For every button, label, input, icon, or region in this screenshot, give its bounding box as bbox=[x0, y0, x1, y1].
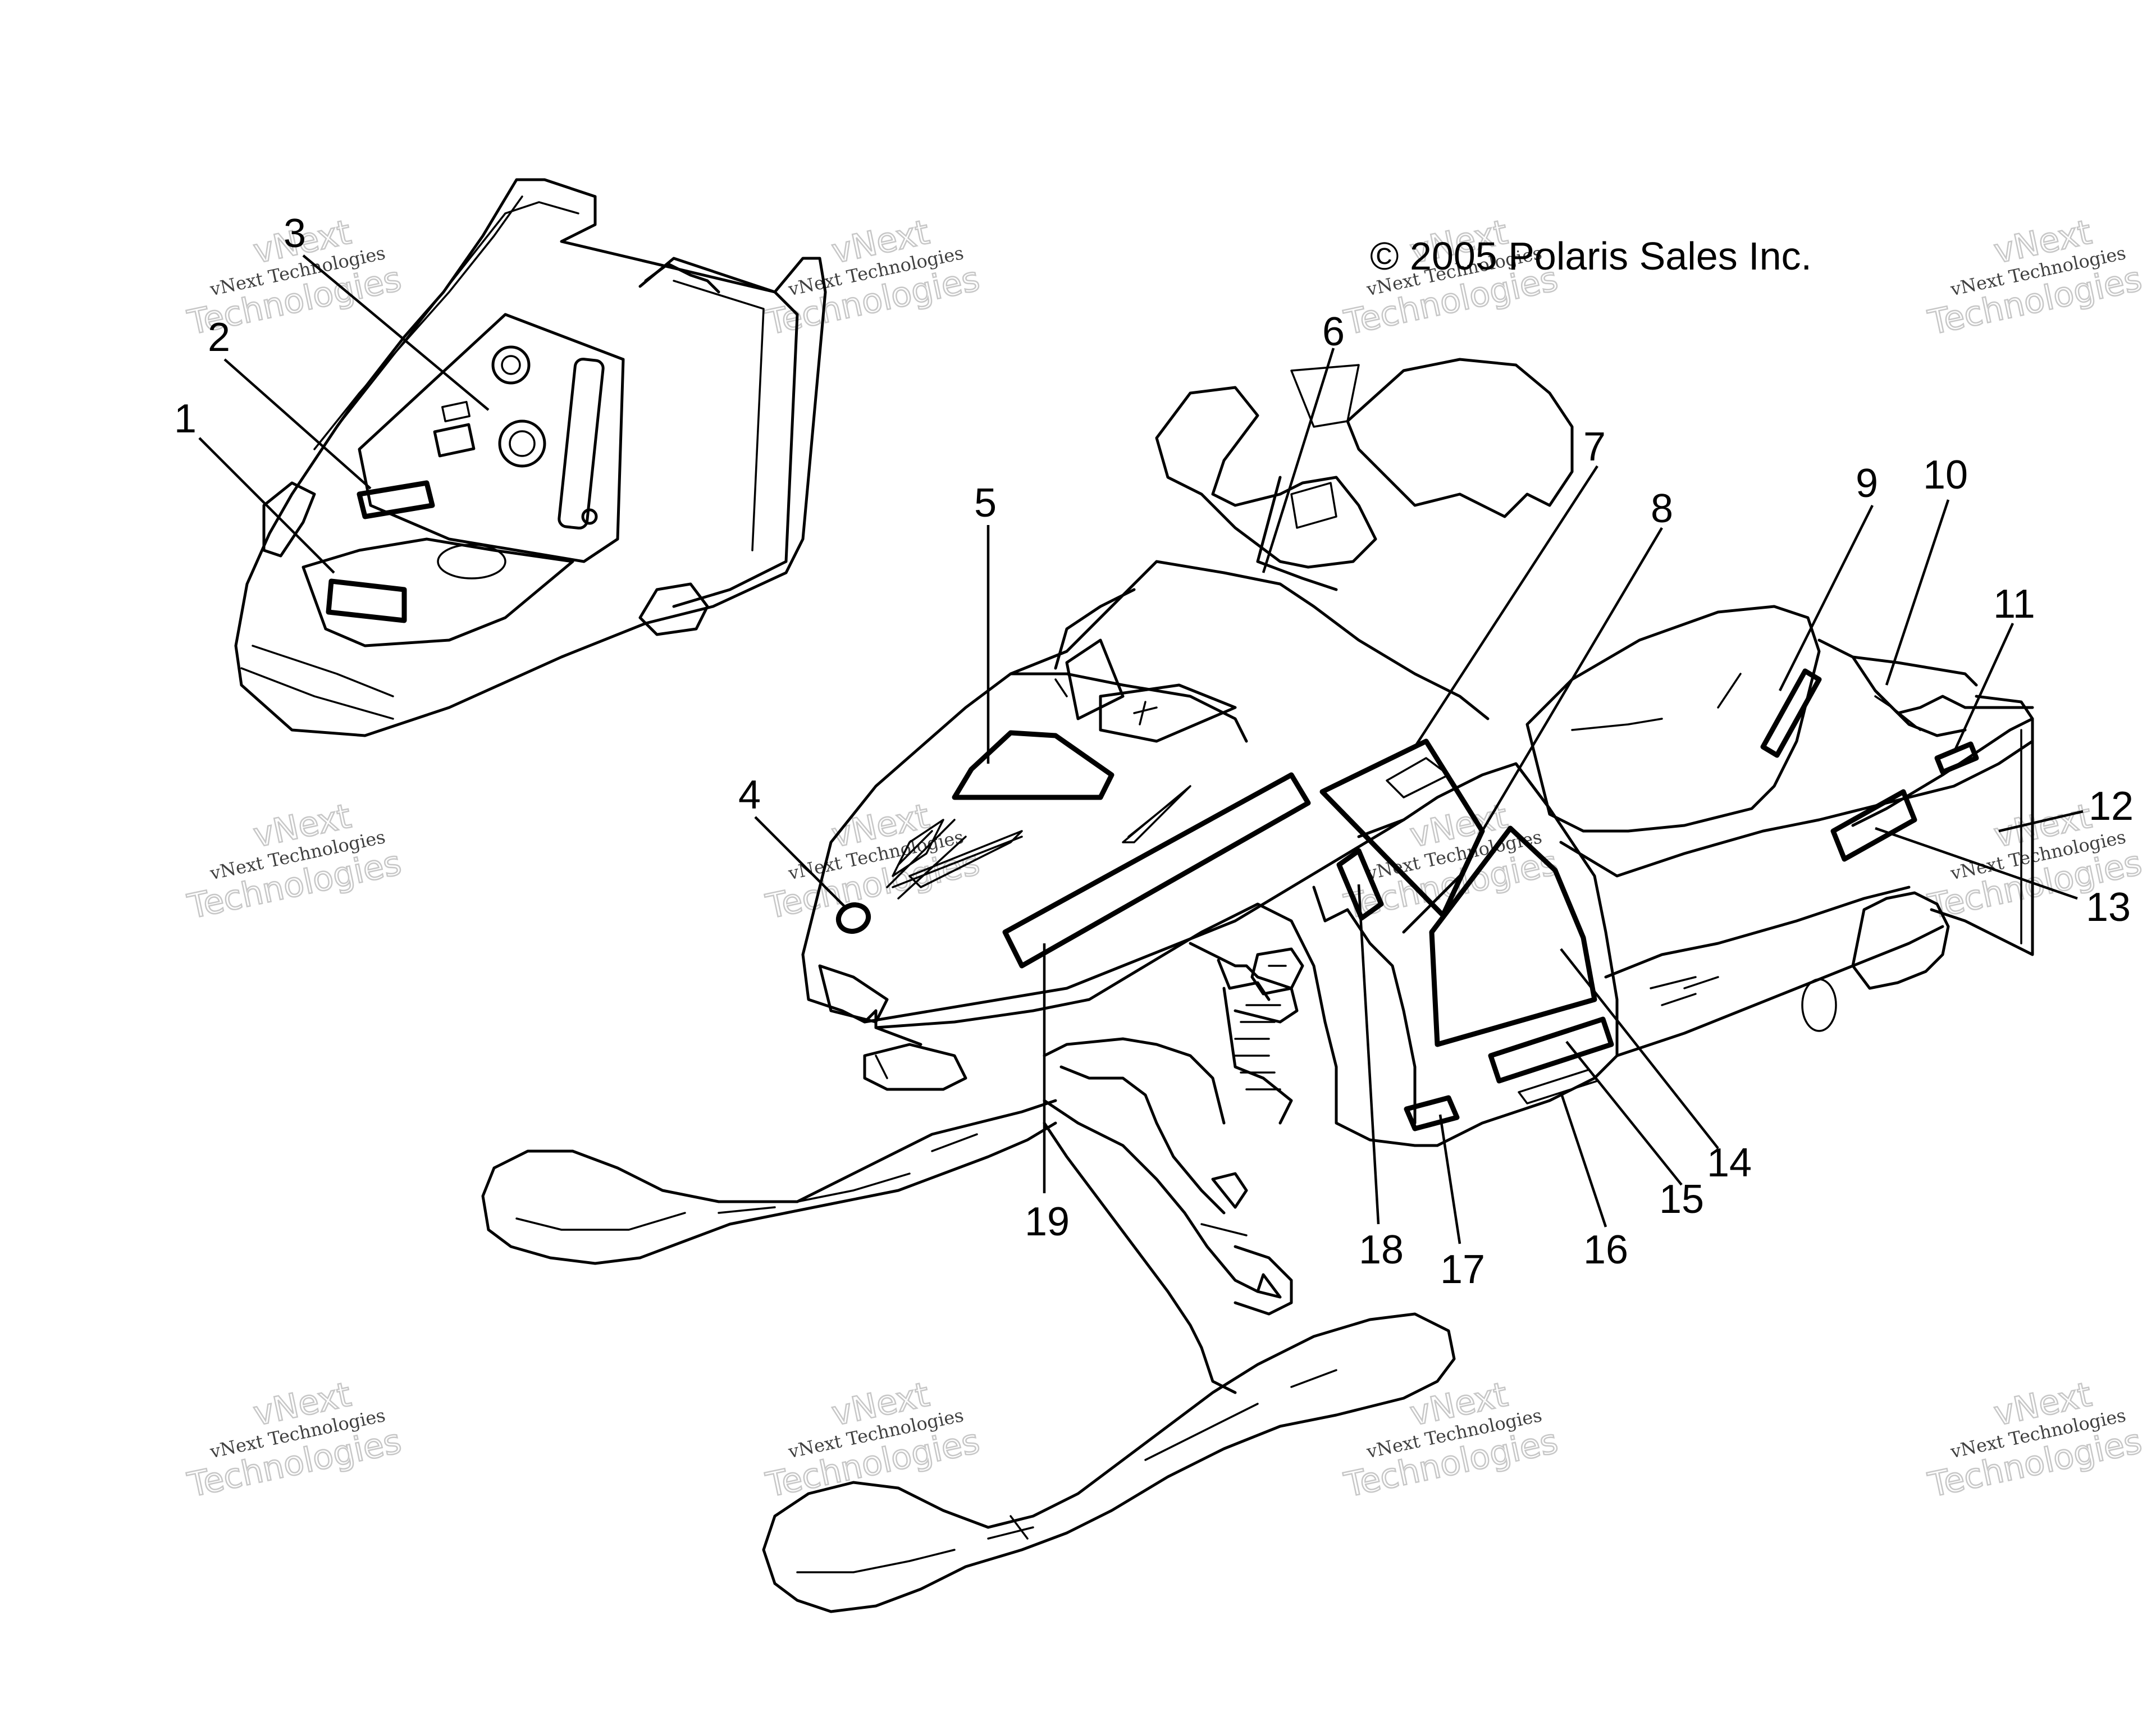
watermark: vNext vNext Technologies Technologies bbox=[184, 796, 405, 928]
callout-16: 16 bbox=[1583, 1227, 1628, 1272]
decal-19 bbox=[1002, 772, 1311, 969]
callout-14: 14 bbox=[1707, 1140, 1752, 1185]
decal-5 bbox=[952, 730, 1114, 800]
decal-15 bbox=[1488, 1016, 1614, 1084]
callout-15: 15 bbox=[1659, 1177, 1704, 1222]
callout-5: 5 bbox=[974, 481, 997, 526]
leader-10 bbox=[1885, 499, 1950, 686]
callout-9: 9 bbox=[1856, 461, 1878, 506]
callout-7: 7 bbox=[1583, 425, 1606, 469]
decal-18 bbox=[1336, 848, 1384, 921]
callout-6: 6 bbox=[1322, 309, 1345, 354]
leader-lines bbox=[198, 254, 2084, 1244]
leader-18 bbox=[1357, 884, 1380, 1225]
leader-16 bbox=[1559, 1092, 1607, 1227]
watermark: vNext vNext Technologies Technologies bbox=[1924, 1374, 2146, 1506]
leader-9 bbox=[1778, 504, 1874, 692]
console-inset-drawing bbox=[234, 178, 827, 737]
decal-7-inner bbox=[1386, 757, 1450, 798]
leader-12 bbox=[1998, 810, 2084, 833]
leader-7 bbox=[1414, 465, 1598, 748]
decal-10-stripe bbox=[1874, 695, 1921, 731]
watermark: vNext vNext Technologies Technologies bbox=[762, 796, 984, 928]
leader-1 bbox=[198, 437, 335, 574]
watermark: vNext vNext Technologies Technologies bbox=[184, 1374, 405, 1506]
decal-16 bbox=[1518, 1069, 1598, 1105]
callout-8: 8 bbox=[1651, 486, 1673, 531]
watermark: vNext vNext Technologies Technologies bbox=[762, 212, 984, 344]
callout-10: 10 bbox=[1923, 453, 1968, 498]
callout-19: 19 bbox=[1025, 1199, 1070, 1244]
callout-2: 2 bbox=[208, 315, 230, 360]
decal-13 bbox=[1830, 789, 1917, 862]
leader-15 bbox=[1565, 1041, 1683, 1186]
leader-6 bbox=[1262, 348, 1335, 573]
console-decal-2 bbox=[357, 480, 435, 519]
decal-9 bbox=[1760, 668, 1822, 758]
leader-3 bbox=[302, 254, 490, 411]
leader-11 bbox=[1952, 623, 2015, 753]
callout-11: 11 bbox=[1993, 582, 2035, 627]
decal-outlines bbox=[835, 482, 1979, 1131]
leader-2 bbox=[223, 358, 372, 490]
callout-3: 3 bbox=[284, 211, 306, 256]
leader-14 bbox=[1560, 948, 1719, 1149]
snowmobile-drawing bbox=[481, 358, 2034, 1613]
callout-12: 12 bbox=[2089, 784, 2134, 829]
decal-11 bbox=[1934, 741, 1979, 775]
callout-1: 1 bbox=[174, 396, 197, 441]
decal-14 bbox=[1429, 825, 1597, 1047]
callout-4: 4 bbox=[738, 773, 761, 818]
leader-13 bbox=[1875, 827, 2078, 900]
watermark: vNext vNext Technologies Technologies bbox=[1340, 1374, 1562, 1506]
console-decal-1 bbox=[326, 578, 407, 623]
leader-17 bbox=[1438, 1114, 1461, 1244]
leader-4 bbox=[754, 816, 846, 908]
decal-17 bbox=[1404, 1095, 1460, 1131]
callout-numbers: 1 2 3 4 5 6 7 8 9 10 11 12 13 14 15 16 1… bbox=[174, 211, 2134, 1292]
callout-18: 18 bbox=[1359, 1227, 1404, 1272]
decal-6 bbox=[1290, 482, 1337, 529]
callout-17: 17 bbox=[1440, 1247, 1485, 1292]
callout-13: 13 bbox=[2086, 885, 2131, 930]
watermark: vNext vNext Technologies Technologies bbox=[1924, 212, 2146, 344]
decal-4 bbox=[835, 902, 871, 934]
copyright-notice: © 2005 Polaris Sales Inc. bbox=[1370, 234, 1812, 278]
leader-8 bbox=[1481, 527, 1663, 832]
